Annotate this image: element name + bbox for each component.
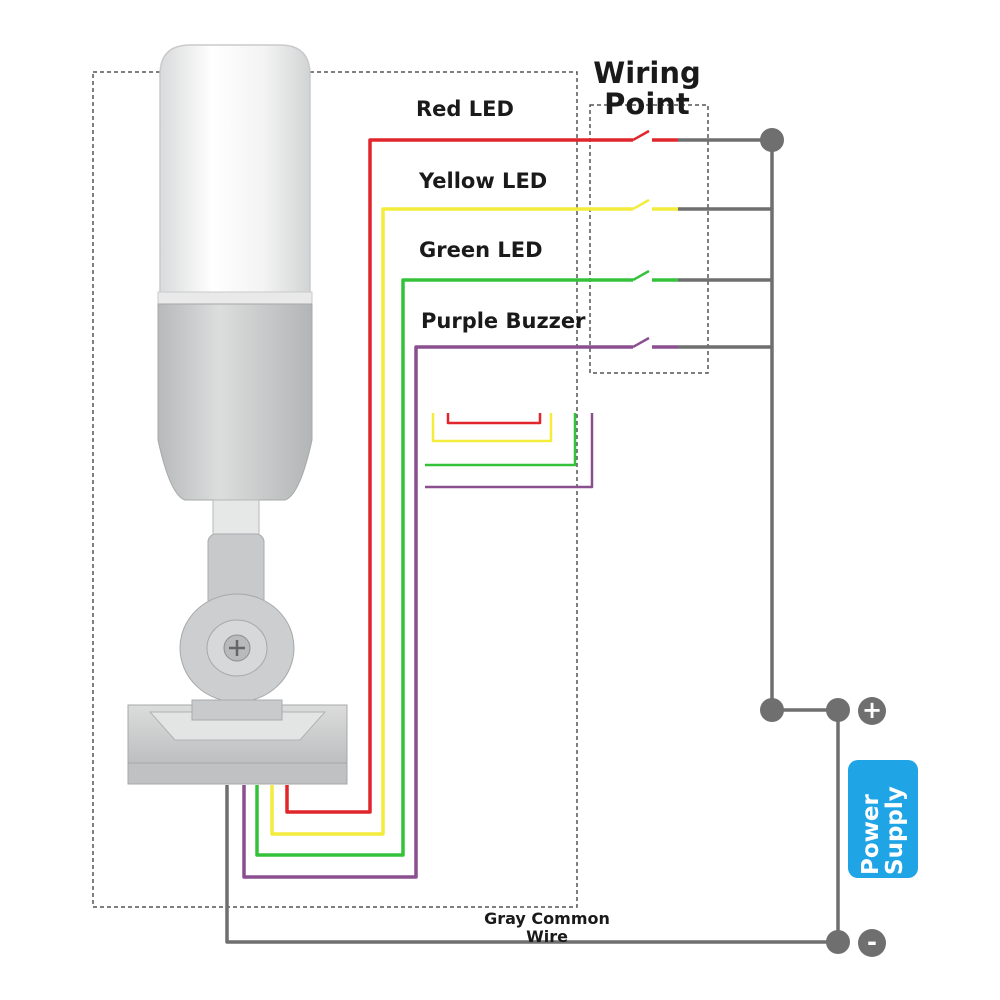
light-pole <box>212 499 260 541</box>
purple-wire <box>242 345 678 879</box>
wiring-point-line-2: Point <box>604 87 690 121</box>
gray-common-line-1: Gray Common <box>484 909 610 928</box>
yellow-led-label: Yellow LED <box>419 169 548 193</box>
power-supply-line-2: Supply <box>882 786 908 875</box>
minus-terminal-icon: - <box>858 929 886 957</box>
power-supply-line-1: Power <box>858 794 884 875</box>
gray-common-line-2: Wire <box>526 927 568 946</box>
screw-icon <box>223 634 251 662</box>
switch-icon <box>632 129 650 349</box>
green-led-label: Green LED <box>419 238 543 262</box>
light-body <box>157 303 313 501</box>
red-wire <box>285 138 678 814</box>
device-outline-box <box>92 71 578 908</box>
gray-common-wire-label: Gray Common Wire <box>472 910 622 946</box>
wiring-point-title: Wiring Point <box>582 58 712 120</box>
yellow-wire <box>270 207 678 836</box>
light-lens-ring <box>157 291 313 305</box>
power-supply-label: Power Supply <box>858 786 908 875</box>
red-led-label: Red LED <box>416 97 514 121</box>
green-wire <box>255 278 678 857</box>
wiring-point-line-1: Wiring <box>593 56 701 90</box>
plus-terminal-icon: + <box>858 697 886 725</box>
power-supply-box <box>848 760 918 878</box>
wiring-point-box <box>589 104 709 374</box>
terminal-dot-icon <box>760 128 850 954</box>
purple-buzzer-label: Purple Buzzer <box>421 309 586 333</box>
light-lens <box>159 44 311 301</box>
stack-light-device <box>127 44 348 785</box>
